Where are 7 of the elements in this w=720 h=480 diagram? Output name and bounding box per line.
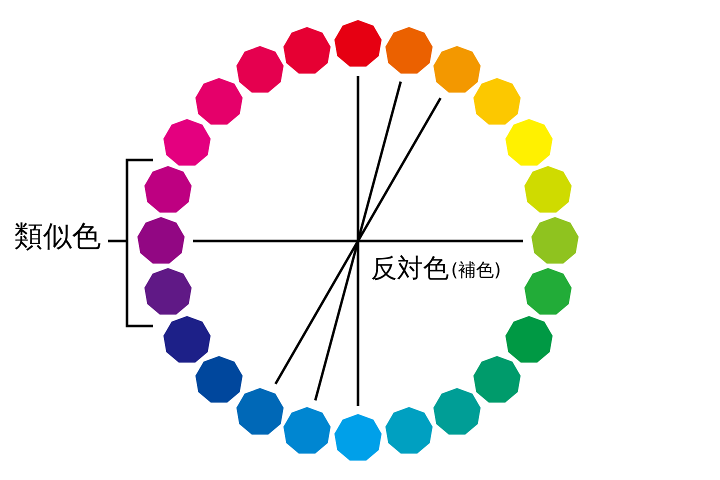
- analogous-label: 類似色: [14, 222, 101, 251]
- complementary-label: 反対色: [371, 256, 449, 282]
- connector-line: [274, 97, 442, 385]
- connector-line: [193, 240, 523, 242]
- complementary-note: (補色): [451, 262, 502, 280]
- connector-line: [356, 76, 360, 406]
- connector-line: [314, 81, 402, 401]
